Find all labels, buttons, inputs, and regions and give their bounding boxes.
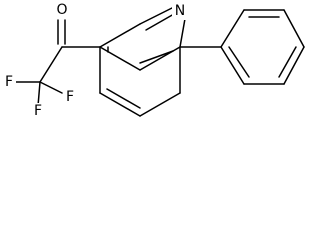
benzene-ring: [179, 9, 305, 85]
bond-ph-1: [220, 9, 245, 48]
pyridine-ring: [99, 6, 187, 71]
bond-c2-n-inner: [145, 13, 175, 31]
atom-labels: O N F F F: [2, 0, 188, 120]
bond-c5-c4: [99, 46, 141, 71]
trifluoroacetyl-group: [15, 19, 101, 107]
structure-diagram: O N F F F: [2, 0, 305, 120]
bond-ph-4: [283, 46, 305, 85]
bond-carbonyl-cf3: [39, 46, 63, 83]
bond-cf3-f3: [37, 81, 41, 107]
fluorine-label-bottom: F: [34, 103, 42, 119]
fluorine-label-right: F: [66, 89, 74, 105]
bond-cf3-f2: [39, 81, 63, 94]
bond-c3-c2: [99, 23, 141, 48]
bond-c6-c5: [139, 46, 181, 71]
bond-c5-c6b: [139, 92, 181, 117]
bond-c2-n: [139, 6, 175, 25]
bond-ph-4-inner: [278, 46, 297, 78]
bond-c6-c5-inner: [139, 50, 174, 64]
bond-ph-3: [283, 9, 305, 48]
bond-c4-c5-inner: [106, 88, 141, 109]
oxygen-label: O: [56, 2, 67, 18]
bond-c4-c5: [99, 92, 141, 117]
bond-ph-6-inner: [228, 46, 250, 78]
nitrogen-label: N: [175, 3, 185, 19]
bond-ph-6: [220, 46, 245, 85]
pyridine-left-side: [99, 46, 181, 117]
fluorine-label-left: F: [5, 74, 13, 90]
